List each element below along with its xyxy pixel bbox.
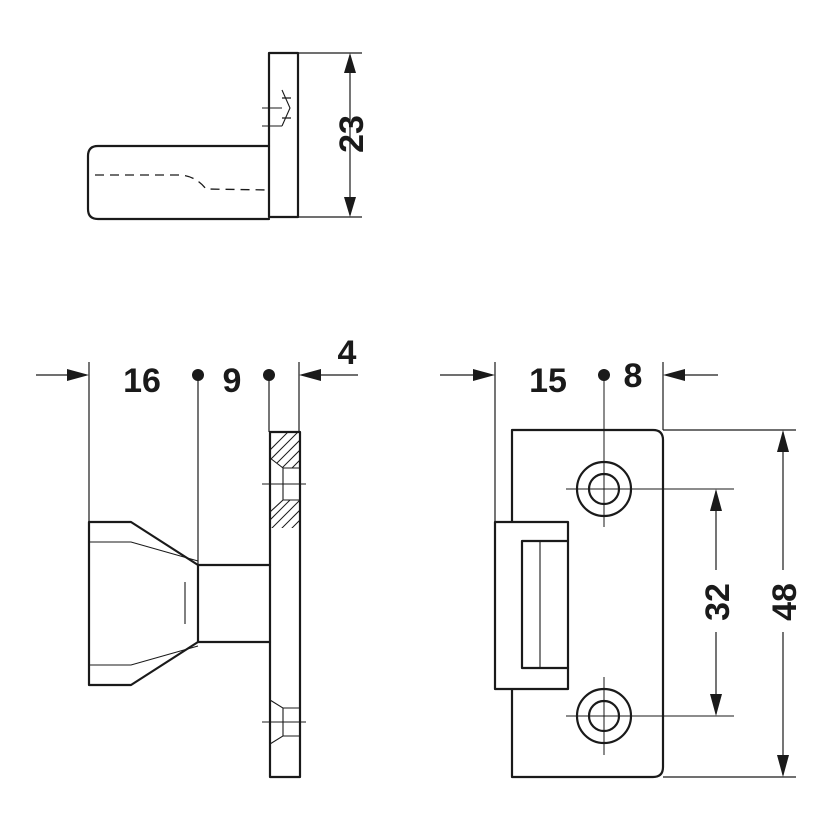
side-view-pin-outline bbox=[87, 520, 272, 687]
side-view-pin-inner bbox=[89, 541, 199, 666]
front-view-plate bbox=[510, 428, 665, 779]
dim-label-48: 48 bbox=[766, 583, 804, 621]
top-view-hidden-hole bbox=[282, 97, 298, 119]
side-view-plate bbox=[268, 430, 302, 779]
mounting-hole-top bbox=[566, 430, 734, 527]
front-view: 15 8 32 bbox=[440, 357, 804, 779]
dim-hole-spacing: 32 bbox=[699, 489, 737, 716]
dim-label-16: 16 bbox=[123, 362, 161, 400]
side-view: 16 9 4 bbox=[36, 334, 358, 779]
dim-top-height: 23 bbox=[298, 52, 371, 218]
top-view-countersink bbox=[262, 89, 291, 127]
section-hatch-top bbox=[270, 432, 300, 468]
dim-label-4: 4 bbox=[338, 334, 357, 372]
top-view-hidden-bore bbox=[95, 174, 270, 191]
dim-label-23: 23 bbox=[333, 115, 371, 153]
top-view-plate bbox=[267, 51, 300, 219]
dim-label-32: 32 bbox=[699, 583, 737, 621]
section-hatch-bottom bbox=[270, 500, 300, 528]
top-view-pin bbox=[86, 144, 271, 221]
mounting-hole-bottom bbox=[566, 677, 734, 755]
front-view-pin-slot bbox=[520, 539, 570, 670]
front-view-pin bbox=[493, 520, 570, 691]
dim-label-9: 9 bbox=[223, 362, 242, 400]
dim-label-8: 8 bbox=[624, 357, 643, 395]
dim-front-chain: 15 8 bbox=[440, 357, 718, 522]
dim-label-15: 15 bbox=[529, 362, 567, 400]
dim-side-chain: 16 9 4 bbox=[36, 334, 358, 640]
dim-total-height: 48 bbox=[663, 429, 804, 778]
top-view: 23 bbox=[86, 51, 371, 221]
